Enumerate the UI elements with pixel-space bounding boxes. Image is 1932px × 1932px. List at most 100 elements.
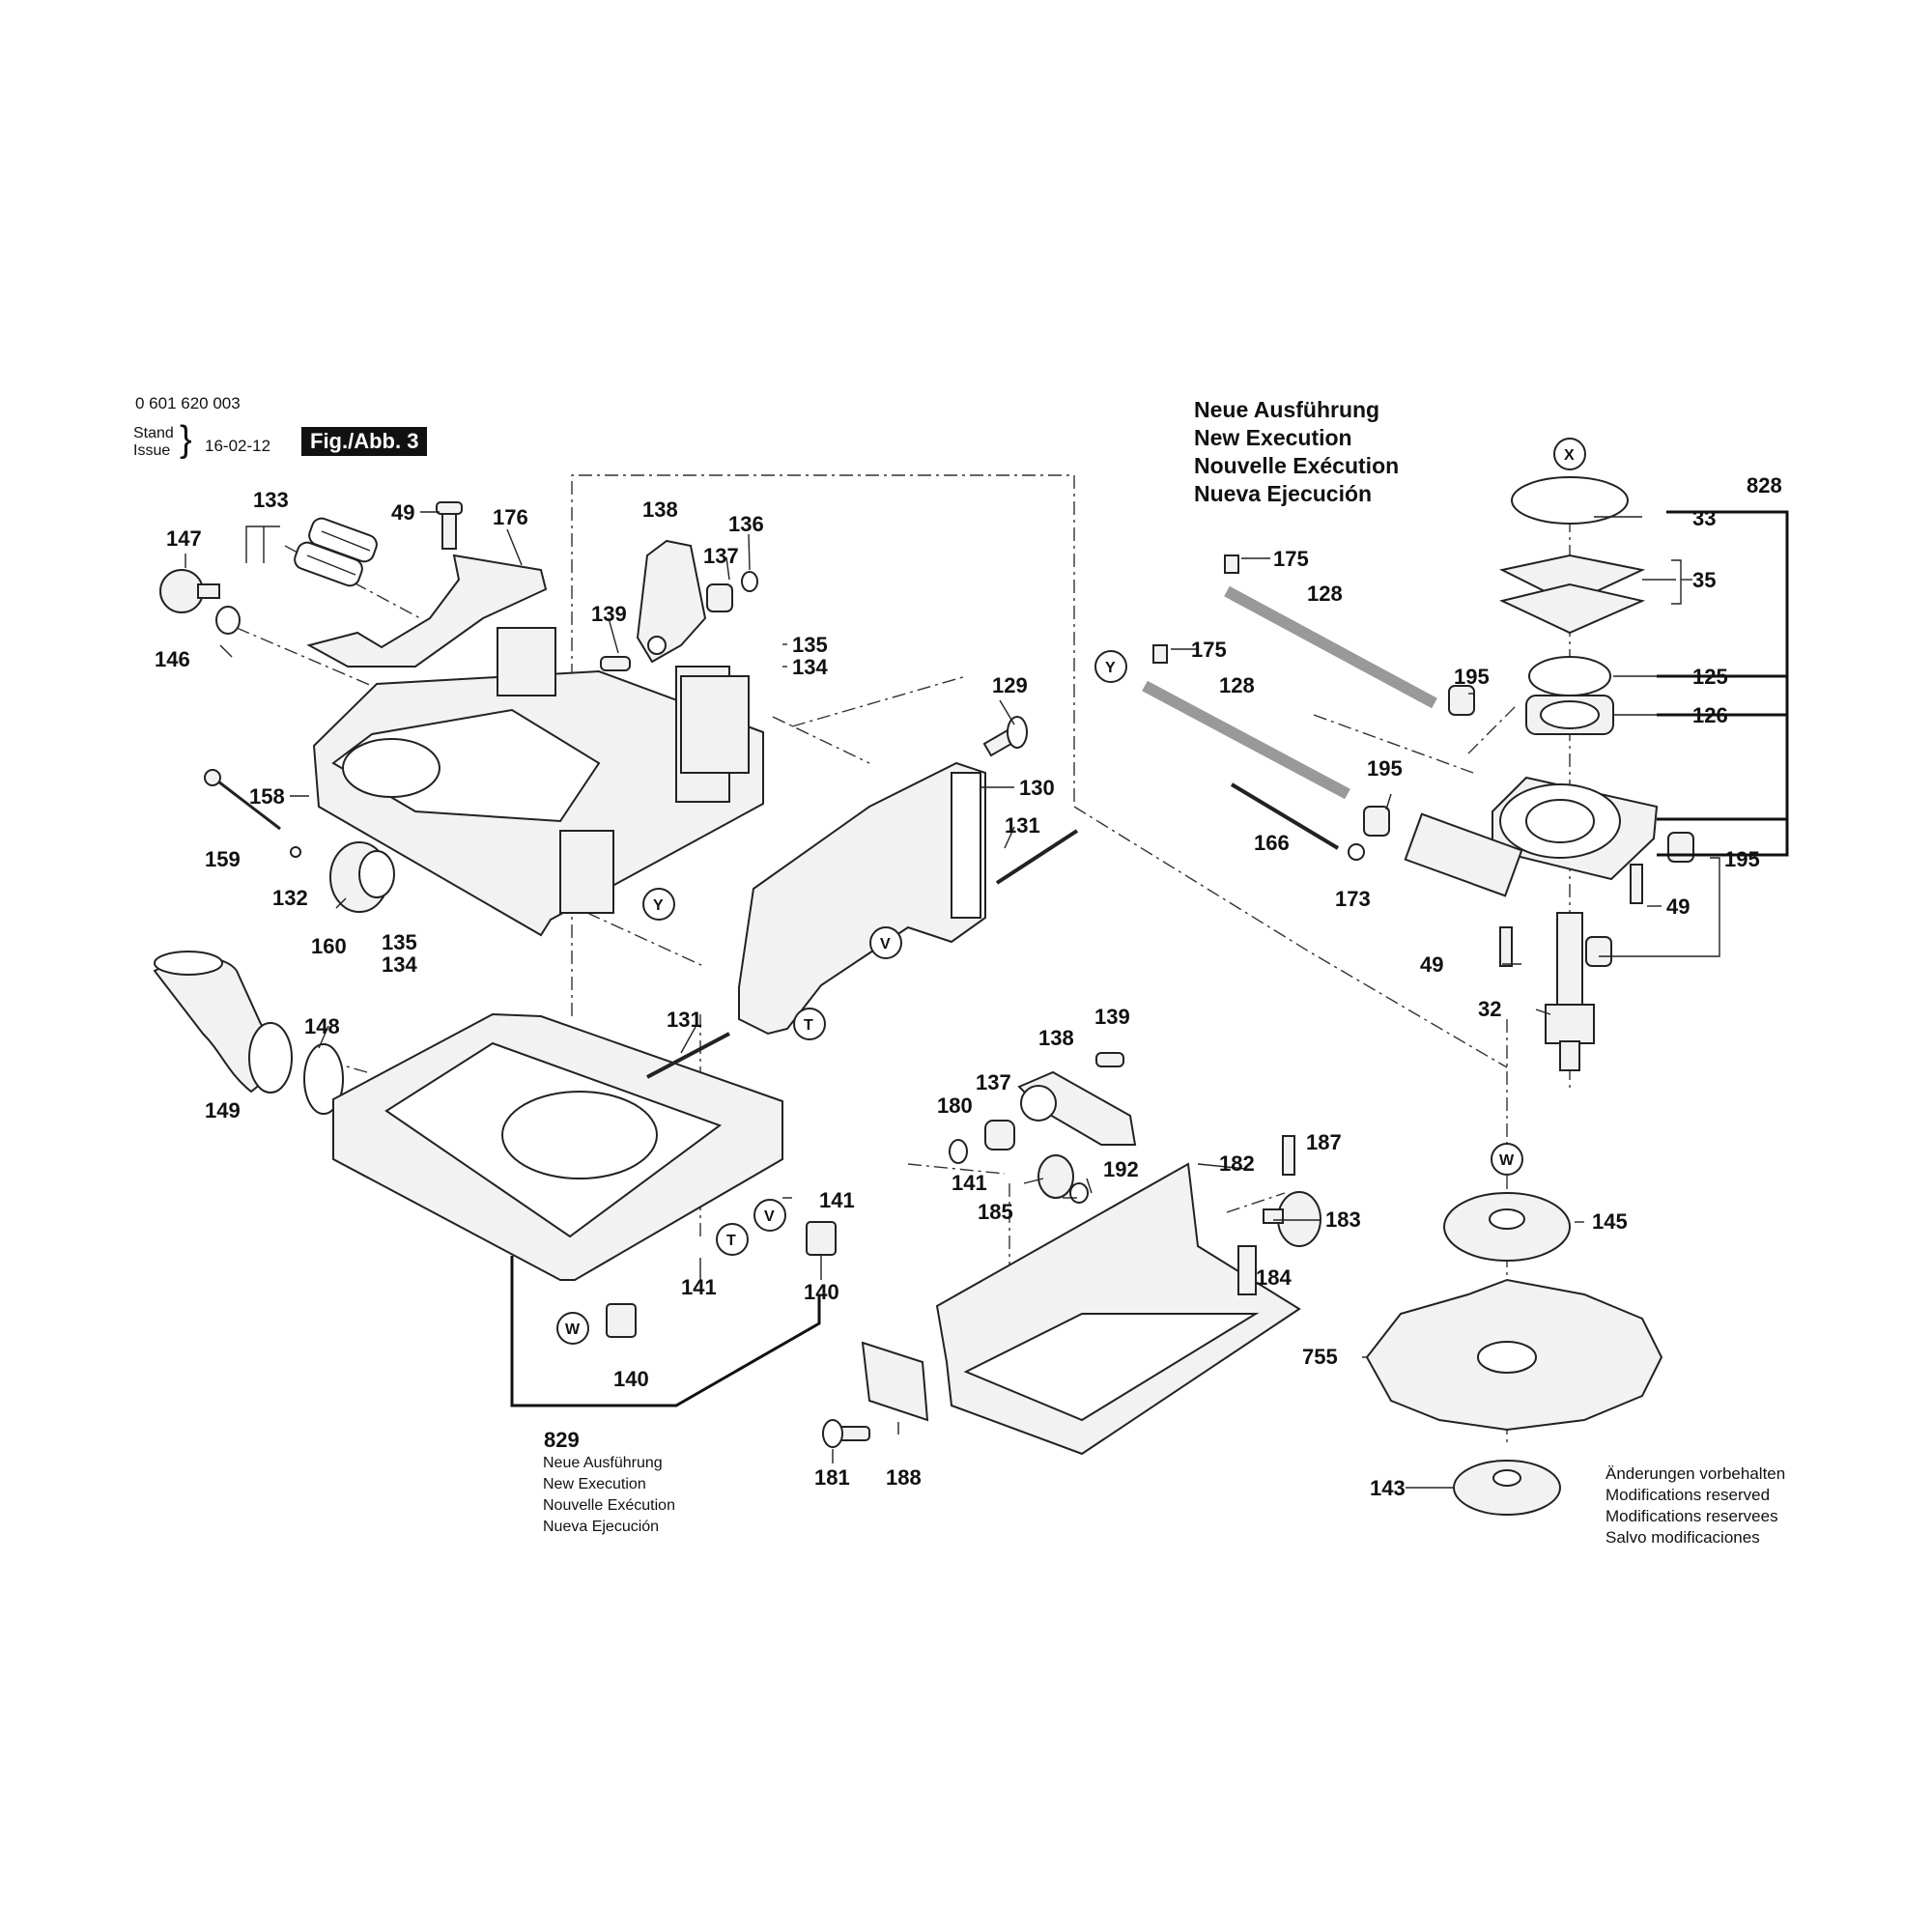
label-159: 159 [205,847,241,871]
label-135-top: 135 [792,633,828,657]
label-128-mid: 128 [1219,673,1255,697]
spindle-shape [1556,912,1583,1020]
guide-rod-shape [1224,585,1437,709]
label-126: 126 [1692,703,1728,727]
label-181: 181 [814,1465,850,1490]
label-133: 133 [253,488,289,512]
marker-x: X [1564,447,1575,464]
label-33: 33 [1692,506,1716,530]
part-labels: 133 147 146 49 176 138 136 137 139 135 1… [155,473,1782,1500]
part-number: 0 601 620 003 [135,394,241,412]
fence-shape [738,761,986,1036]
label-134-top: 134 [792,655,828,679]
label-136: 136 [728,512,764,536]
lever-shape [636,539,707,664]
label-175-mid: 175 [1191,638,1227,662]
label-195-mid: 195 [1367,756,1403,781]
marker-t-fence: T [804,1017,813,1034]
label-49-right: 49 [1666,895,1690,919]
label-828: 828 [1747,473,1782,497]
marker-t-base: T [726,1233,736,1249]
clip-shape [806,1221,837,1256]
label-132: 132 [272,886,308,910]
label-139-lower: 139 [1094,1005,1130,1029]
issue-date: 16-02-12 [205,437,271,455]
new-execution-de: Neue Ausführung [1194,397,1380,422]
spring-pair-shape [294,517,378,587]
label-35: 35 [1692,568,1716,592]
reserved-fr: Modifications reservees [1605,1507,1778,1525]
new-execution-fr: Nouvelle Exécution [1194,453,1400,478]
reference-circles [556,438,1586,1345]
leader-lines [185,511,1676,1489]
stand-issue-label: Stand Issue [133,425,174,460]
label-141-left: 141 [681,1275,717,1299]
label-195-right: 195 [1724,847,1760,871]
label-49-left: 49 [1420,952,1443,977]
label-160: 160 [311,934,347,958]
note-fr: Nouvelle Exécution [543,1497,675,1514]
stand-label: Stand [133,425,174,441]
marker-y-left: Y [653,897,664,914]
label-125: 125 [1692,665,1728,689]
figure-badge: Fig./Abb. 3 [301,427,428,456]
label-182: 182 [1219,1151,1255,1176]
marker-y-right: Y [1105,660,1116,676]
marker-w-blade: W [1499,1152,1515,1169]
label-192: 192 [1103,1157,1139,1181]
label-175-top: 175 [1273,547,1309,571]
label-131-bottom: 131 [667,1008,702,1032]
label-188: 188 [886,1465,922,1490]
label-755: 755 [1302,1345,1338,1369]
marker-v-fence: V [880,936,891,952]
label-139-top: 139 [591,602,627,626]
label-185: 185 [978,1200,1013,1224]
label-184: 184 [1256,1265,1292,1290]
label-173: 173 [1335,887,1371,911]
label-130: 130 [1019,776,1055,800]
label-158: 158 [249,784,285,809]
label-129: 129 [992,673,1028,697]
issue-label: Issue [133,442,171,459]
marker-v-base: V [764,1208,775,1225]
label-166: 166 [1254,831,1290,855]
knob-shape [159,569,204,613]
label-49-top: 49 [391,500,414,525]
label-183: 183 [1325,1208,1361,1232]
reserved-es: Salvo modificaciones [1605,1528,1760,1547]
label-149: 149 [205,1098,241,1122]
gear-housing-shape [1404,776,1659,897]
reserved-de: Änderungen vorbehalten [1605,1464,1786,1483]
screw-shape [441,511,457,550]
bracket-828 [1657,510,1789,857]
label-141-lower: 141 [952,1171,987,1195]
motor-housing-shape [312,627,764,937]
label-128-top: 128 [1307,582,1343,606]
label-131-top: 131 [1005,813,1040,838]
label-140-right: 140 [804,1280,839,1304]
label-187: 187 [1306,1130,1342,1154]
modifications-note: Änderungen vorbehalten Modifications res… [1605,1463,1785,1548]
label-141-right: 141 [819,1188,855,1212]
label-138-top: 138 [642,497,678,522]
new-execution-en: New Execution [1194,425,1352,450]
new-execution-title: Neue Ausführung New Execution Nouvelle E… [1194,396,1399,508]
note-en: New Execution [543,1476,646,1492]
label-176: 176 [493,505,528,529]
label-138-lower: 138 [1038,1026,1074,1050]
label-32: 32 [1478,997,1501,1021]
label-195-top: 195 [1454,665,1490,689]
label-180: 180 [937,1094,973,1118]
label-135-mid: 135 [382,930,417,954]
label-829: 829 [544,1428,580,1452]
label-146: 146 [155,647,190,671]
label-137-top: 137 [703,544,739,568]
gasket-ring-shape [1511,476,1629,525]
label-140-left: 140 [613,1367,649,1391]
flange-bottom-shape [1453,1460,1561,1516]
bracket-829 [510,1256,821,1407]
label-134-mid: 134 [382,952,417,977]
note-de: Neue Ausführung [543,1455,663,1471]
new-execution-es: Nueva Ejecución [1194,481,1373,506]
